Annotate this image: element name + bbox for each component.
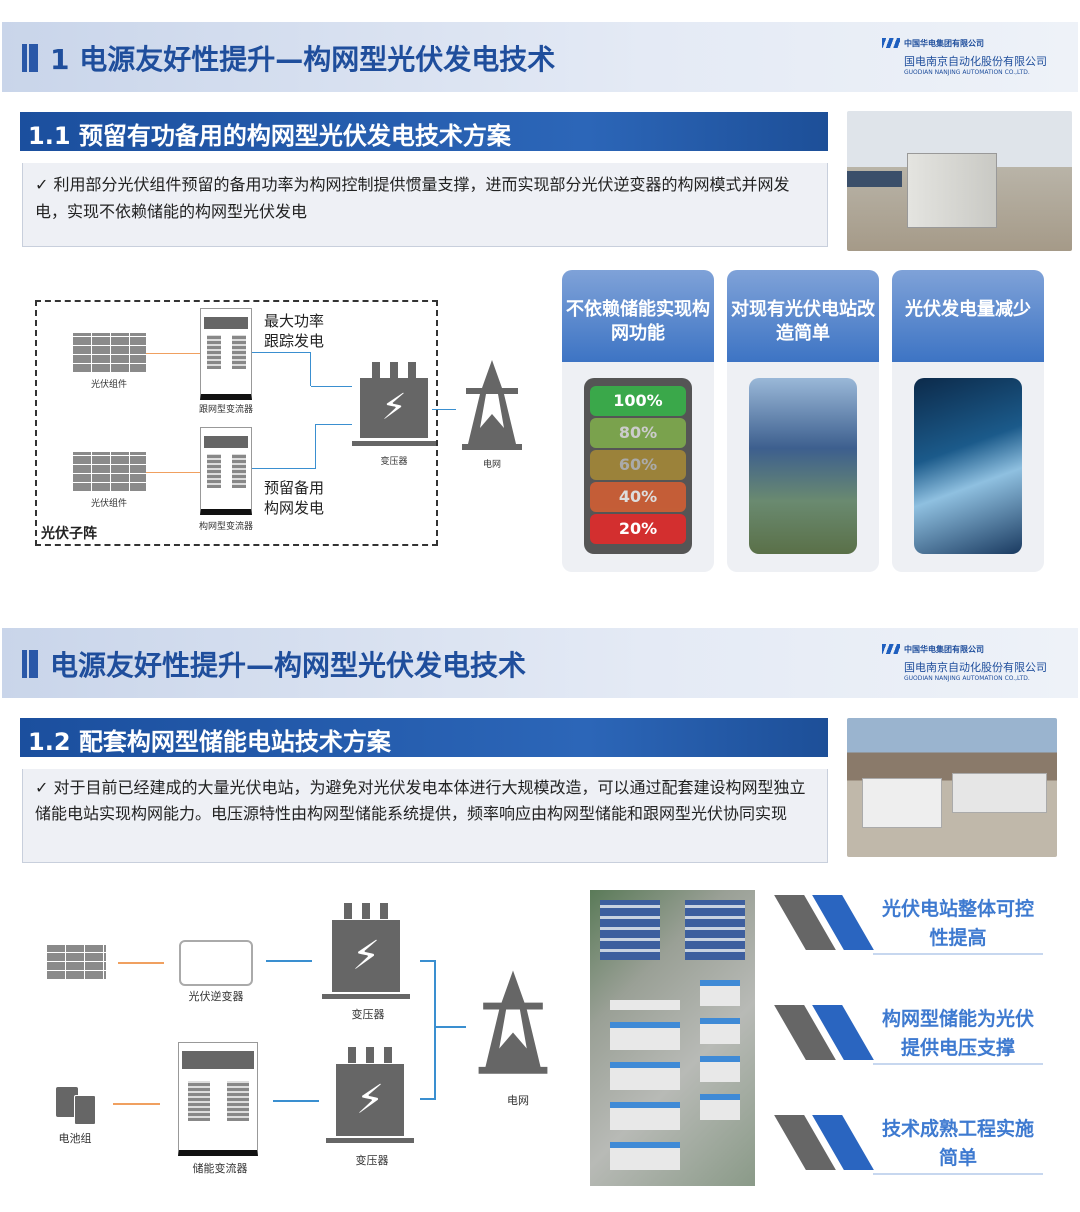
- pv-subarray-box: [35, 300, 438, 546]
- company-logo: 中国华电集团有限公司 国电南京自动化股份有限公司 GUODIAN NANJING…: [882, 644, 1052, 682]
- card-title: 不依赖储能实现构网功能: [562, 270, 714, 362]
- transformer-icon: ⚡: [322, 903, 410, 1003]
- feature-label: 技术成熟工程实施简单: [873, 1115, 1043, 1175]
- grid-following-inverter-icon: [200, 308, 252, 400]
- feature-card: 不依赖储能实现构网功能 100% 80% 60% 40% 20%: [562, 270, 714, 572]
- power-tower-icon: [458, 358, 526, 450]
- card-title: 光伏发电量减少: [892, 270, 1044, 362]
- solar-farm-image: [749, 378, 857, 554]
- transformer-label: 变压器: [380, 457, 408, 467]
- reserve-label: 预留备用 构网发电: [264, 479, 325, 517]
- stripe-icon: [774, 895, 875, 950]
- battery-icon: [56, 1083, 96, 1125]
- logo-company: 国电南京自动化股份有限公司: [904, 55, 1047, 68]
- logo-company-en: GUODIAN NANJING AUTOMATION CO.,LTD.: [904, 675, 1030, 682]
- header-mark-icon: [22, 650, 38, 678]
- city-lightning-image: [914, 378, 1022, 554]
- storage-aerial-image: [590, 890, 755, 1186]
- pcs-cabinet-icon: [178, 1042, 258, 1156]
- bullet-text: ✓ 利用部分光伏组件预留的备用功率为构网控制提供惯量支撑，进而实现部分光伏逆变器…: [22, 163, 828, 247]
- section-title: 1.2 配套构网型储能电站技术方案: [20, 718, 828, 757]
- logo-icon: [882, 644, 900, 654]
- pv-panel-icon: [72, 333, 146, 373]
- slide2-header: 电源友好性提升—构网型光伏发电技术 中国华电集团有限公司 国电南京自动化股份有限…: [2, 628, 1078, 698]
- storage-station-photo: [847, 718, 1057, 857]
- slide1-header: 1 电源友好性提升—构网型光伏发电技术 中国华电集团有限公司 国电南京自动化股份…: [2, 22, 1078, 92]
- pv-label: 光伏组件: [90, 380, 127, 390]
- inverter-label: 构网型变流器: [198, 522, 253, 532]
- pcs-label: 储能变流器: [192, 1162, 248, 1175]
- feature-label: 光伏电站整体可控性提高: [873, 895, 1043, 955]
- battery-label: 电池组: [58, 1132, 92, 1145]
- array-label: 光伏子阵: [41, 526, 97, 542]
- pv-panel-icon: [46, 945, 106, 980]
- grid-forming-inverter-icon: [200, 427, 252, 515]
- logo-company-en: GUODIAN NANJING AUTOMATION CO.,LTD.: [904, 69, 1030, 76]
- pv-inverter-icon: [179, 940, 253, 986]
- transformer-label: 变压器: [355, 1154, 389, 1167]
- pv-inverter-label: 光伏逆变器: [188, 990, 244, 1003]
- feature-card: 光伏发电量减少: [892, 270, 1044, 572]
- bullet-text: ✓ 对于目前已经建成的大量光伏电站，为避免对光伏发电本体进行大规模改造，可以通过…: [22, 769, 828, 863]
- transformer-label: 变压器: [351, 1008, 385, 1021]
- mppt-label: 最大功率 跟踪发电: [264, 312, 325, 350]
- logo-group: 中国华电集团有限公司: [904, 645, 984, 654]
- feature-label: 构网型储能为光伏提供电压支撑: [873, 1005, 1043, 1065]
- header-title: 电源友好性提升—构网型光伏发电技术: [50, 649, 527, 682]
- power-tower-icon: [474, 960, 552, 1082]
- inverter-station-photo: [847, 111, 1072, 251]
- grid-label: 电网: [507, 1094, 529, 1107]
- card-title: 对现有光伏电站改造简单: [727, 270, 879, 362]
- feature-card: 对现有光伏电站改造简单: [727, 270, 879, 572]
- stripe-icon: [774, 1005, 875, 1060]
- logo-icon: [882, 38, 900, 48]
- inverter-label: 跟网型变流器: [198, 405, 253, 415]
- transformer-icon: ⚡: [326, 1047, 414, 1147]
- transformer-icon: ⚡: [352, 362, 436, 452]
- battery-image: 100% 80% 60% 40% 20%: [584, 378, 692, 554]
- pv-panel-icon: [72, 452, 146, 492]
- company-logo: 中国华电集团有限公司 国电南京自动化股份有限公司 GUODIAN NANJING…: [882, 38, 1052, 76]
- logo-group: 中国华电集团有限公司: [904, 39, 984, 48]
- logo-company: 国电南京自动化股份有限公司: [904, 661, 1047, 674]
- pv-label: 光伏组件: [90, 499, 127, 509]
- grid-label: 电网: [482, 460, 501, 470]
- header-mark-icon: [22, 44, 38, 72]
- stripe-icon: [774, 1115, 875, 1170]
- section-title: 1.1 预留有功备用的构网型光伏发电技术方案: [20, 112, 828, 151]
- header-title: 1 电源友好性提升—构网型光伏发电技术: [50, 43, 556, 76]
